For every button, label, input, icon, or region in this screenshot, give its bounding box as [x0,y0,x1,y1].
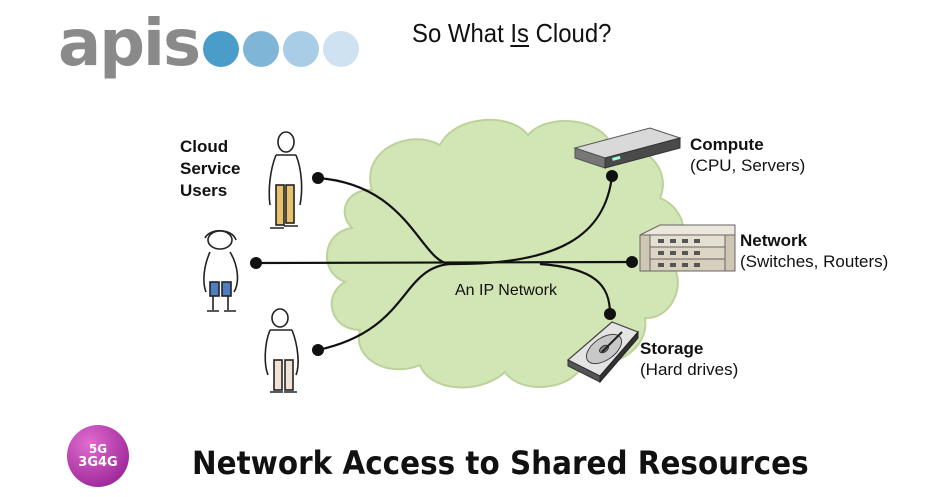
endpoint-dot [604,308,616,320]
resource-network-label: Network (Switches, Routers) [740,230,888,272]
title-prefix: So What [412,18,511,48]
server-rack-icon [573,127,682,169]
title-underlined-word: Is [510,18,529,48]
badge-line-1: 5G [88,441,108,456]
user-figure-icon [268,131,303,229]
logo-wordmark: apis [58,7,201,81]
cloud-shape [326,118,685,389]
endpoint-dot [250,257,262,269]
badge-line-2: 3G4G [78,454,118,470]
network-switch-icon [639,224,736,272]
resource-compute-label: Compute (CPU, Servers) [690,134,805,176]
logo-dot [283,31,320,67]
5g-3g4g-badge: 5G 3G4G [67,425,129,487]
apis-logo: apis [58,4,360,84]
network-label: An IP Network [455,282,558,299]
title-suffix: Cloud? [528,18,612,48]
logo-dot [323,31,360,67]
endpoint-dot [626,256,638,268]
footer-caption: Network Access to Shared Resources [192,444,809,482]
resource-name: Compute [690,135,764,154]
user-figure-icon [264,308,299,393]
resource-name: Network [740,231,808,250]
endpoint-dot [312,344,324,356]
line-user-top [317,176,451,266]
resource-detail: (CPU, Servers) [690,156,806,175]
resource-detail: (Switches, Routers) [740,252,889,271]
hard-drive-icon [566,321,640,384]
connection-endpoints [250,170,638,356]
endpoint-dot [312,172,324,184]
users-label: Cloud Service Users [180,137,241,200]
line-user-bottom [317,262,451,352]
resource-storage-label: Storage (Hard drives) [640,338,738,380]
resource-name: Storage [640,339,704,358]
resource-detail: (Hard drives) [640,360,739,379]
connection-lines [255,175,633,352]
endpoint-dot [606,170,618,182]
logo-dot [203,31,240,67]
logo-dots [203,31,360,67]
line-user-middle [255,260,633,265]
user-figure-icon [203,229,239,312]
slide-title: So What Is Cloud? [412,18,611,49]
logo-dot [243,31,280,67]
line-compute [449,175,614,266]
line-storage [539,262,612,315]
